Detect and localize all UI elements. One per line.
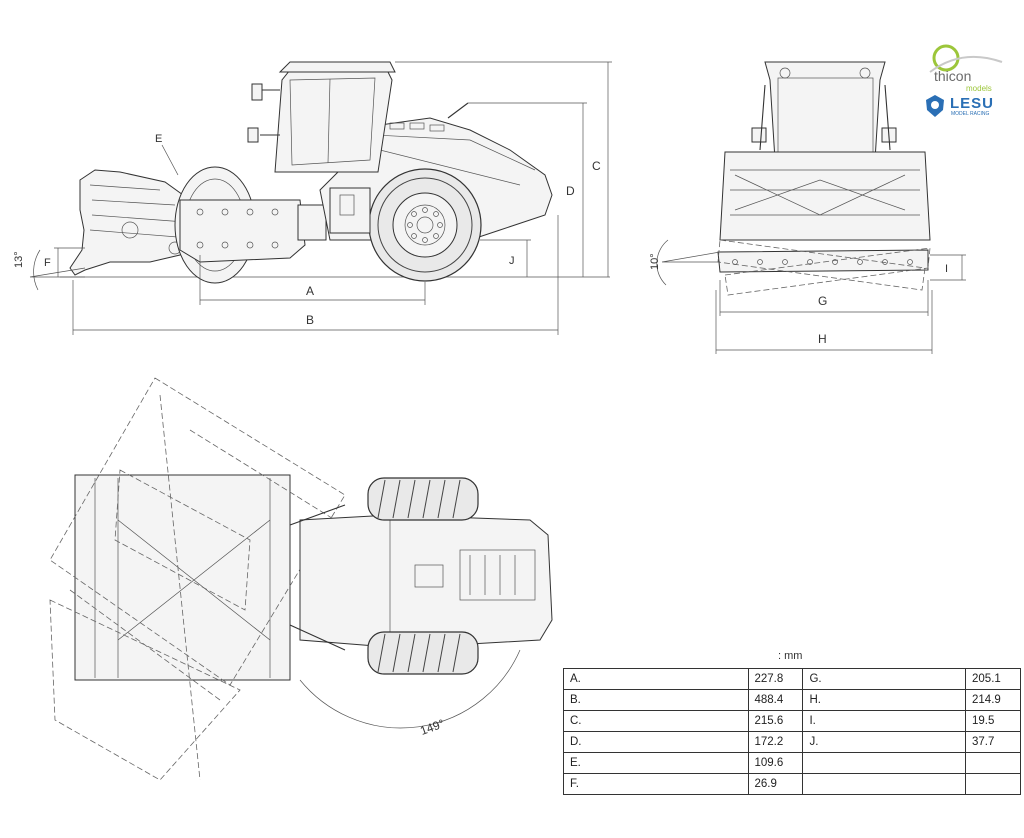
table-cell-label: D.: [563, 731, 749, 753]
table-cell-label2: [802, 773, 967, 795]
dim-label-f: F: [44, 257, 51, 269]
table-cell-label: A.: [563, 668, 749, 690]
top-view: 149°: [49, 377, 553, 781]
table-row: E.109.6: [563, 752, 1021, 774]
angle-149: 149°: [418, 716, 446, 738]
table-cell-value: 488.4: [747, 689, 804, 711]
dim-label-d: D: [566, 184, 575, 198]
table-cell-value: 227.8: [747, 668, 804, 690]
table-cell-value2: 205.1: [965, 668, 1021, 690]
lesu-logo-sub: MODEL RACING: [951, 111, 990, 117]
table-cell-label: F.: [563, 773, 749, 795]
thicon-logo-text: thicon: [934, 68, 972, 84]
table-row: F.26.9: [563, 773, 1021, 795]
table-cell-value2: 214.9: [965, 689, 1021, 711]
table-cell-label: C.: [563, 710, 749, 732]
table-cell-value2: [965, 773, 1021, 795]
table-cell-label: E.: [563, 752, 749, 774]
table-cell-value: 109.6: [747, 752, 804, 774]
table-cell-value: 172.2: [747, 731, 804, 753]
brand-logos: thicon models LESU MODEL RACING: [922, 40, 1010, 120]
dim-label-e: E: [155, 133, 162, 145]
table-cell-value2: [965, 752, 1021, 774]
table-cell-value: 26.9: [747, 773, 804, 795]
table-cell-value2: 19.5: [965, 710, 1021, 732]
table-cell-label2: G.: [802, 668, 967, 690]
angle-13: 13°: [13, 251, 25, 268]
table-cell-label2: [802, 752, 967, 774]
unit-label: : mm: [778, 650, 803, 662]
front-view: G H I 10°: [649, 61, 966, 354]
dim-label-g: G: [818, 294, 827, 308]
dim-label-b: B: [306, 313, 314, 327]
table-cell-value: 215.6: [747, 710, 804, 732]
thicon-gear-icon: [929, 44, 1003, 73]
table-cell-label2: J.: [802, 731, 967, 753]
dim-label-a: A: [306, 284, 314, 298]
dim-label-c: C: [592, 159, 601, 173]
thicon-logo-sub: models: [966, 84, 992, 93]
dim-label-i: I: [945, 263, 948, 275]
dim-label-h: H: [818, 332, 827, 346]
lion-icon: [926, 95, 944, 117]
table-cell-value2: 37.7: [965, 731, 1021, 753]
lesu-logo-text: LESU: [950, 95, 995, 112]
angle-10: 10°: [649, 253, 661, 270]
table-cell-label: B.: [563, 689, 749, 711]
table-cell-label2: H.: [802, 689, 967, 711]
side-view: A B C D J F E 13°: [13, 61, 612, 335]
dim-label-j: J: [509, 255, 515, 267]
table-cell-label2: I.: [802, 710, 967, 732]
